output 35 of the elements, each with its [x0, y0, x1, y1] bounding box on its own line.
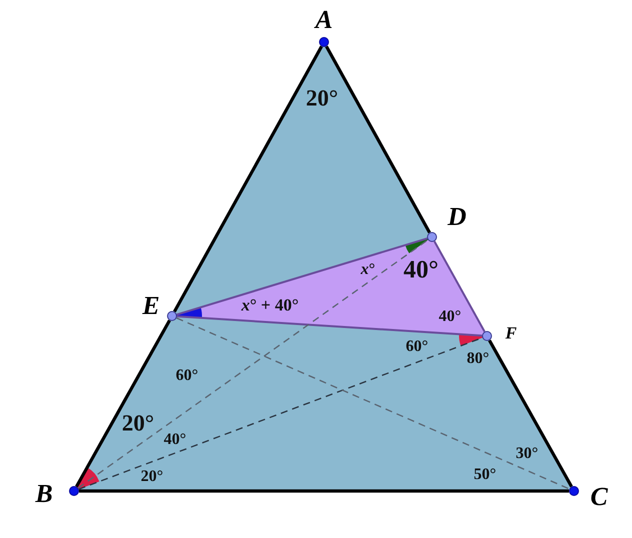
angle-label: 20° — [140, 469, 164, 485]
angle-label: 40° — [438, 309, 462, 325]
point-label: A — [315, 7, 333, 33]
line-segment — [325, 46, 431, 234]
line-segment — [79, 489, 569, 493]
point-label: C — [590, 484, 608, 510]
angle-label: 80° — [466, 351, 490, 367]
line-segment — [176, 238, 428, 316]
line-segment — [434, 240, 486, 332]
angle-label: 40° — [404, 258, 438, 282]
point — [569, 486, 579, 496]
angle-label: 20° — [122, 412, 154, 434]
line-segment — [176, 315, 482, 337]
angle-label: 60° — [176, 368, 198, 384]
line-segment — [488, 340, 573, 488]
point — [482, 331, 492, 341]
point — [167, 311, 177, 321]
point-label: E — [142, 293, 160, 319]
line-segment — [75, 320, 171, 488]
angle-label: 30° — [516, 446, 538, 462]
angle-label: 20° — [306, 86, 338, 110]
point-label: B — [35, 481, 53, 507]
angle-label: 50° — [474, 467, 496, 483]
point — [69, 486, 79, 496]
angle-label: 60° — [406, 339, 428, 355]
line-segment — [173, 46, 323, 312]
dashed-line — [78, 239, 428, 489]
point — [427, 232, 437, 242]
point-label: D — [448, 204, 466, 230]
angle-label: x° — [360, 262, 376, 278]
point — [319, 37, 329, 47]
dashed-line — [176, 317, 570, 490]
point-label: F — [505, 324, 517, 342]
angle-label: 40° — [164, 432, 186, 448]
angle-label: x° + 40° — [241, 296, 299, 314]
